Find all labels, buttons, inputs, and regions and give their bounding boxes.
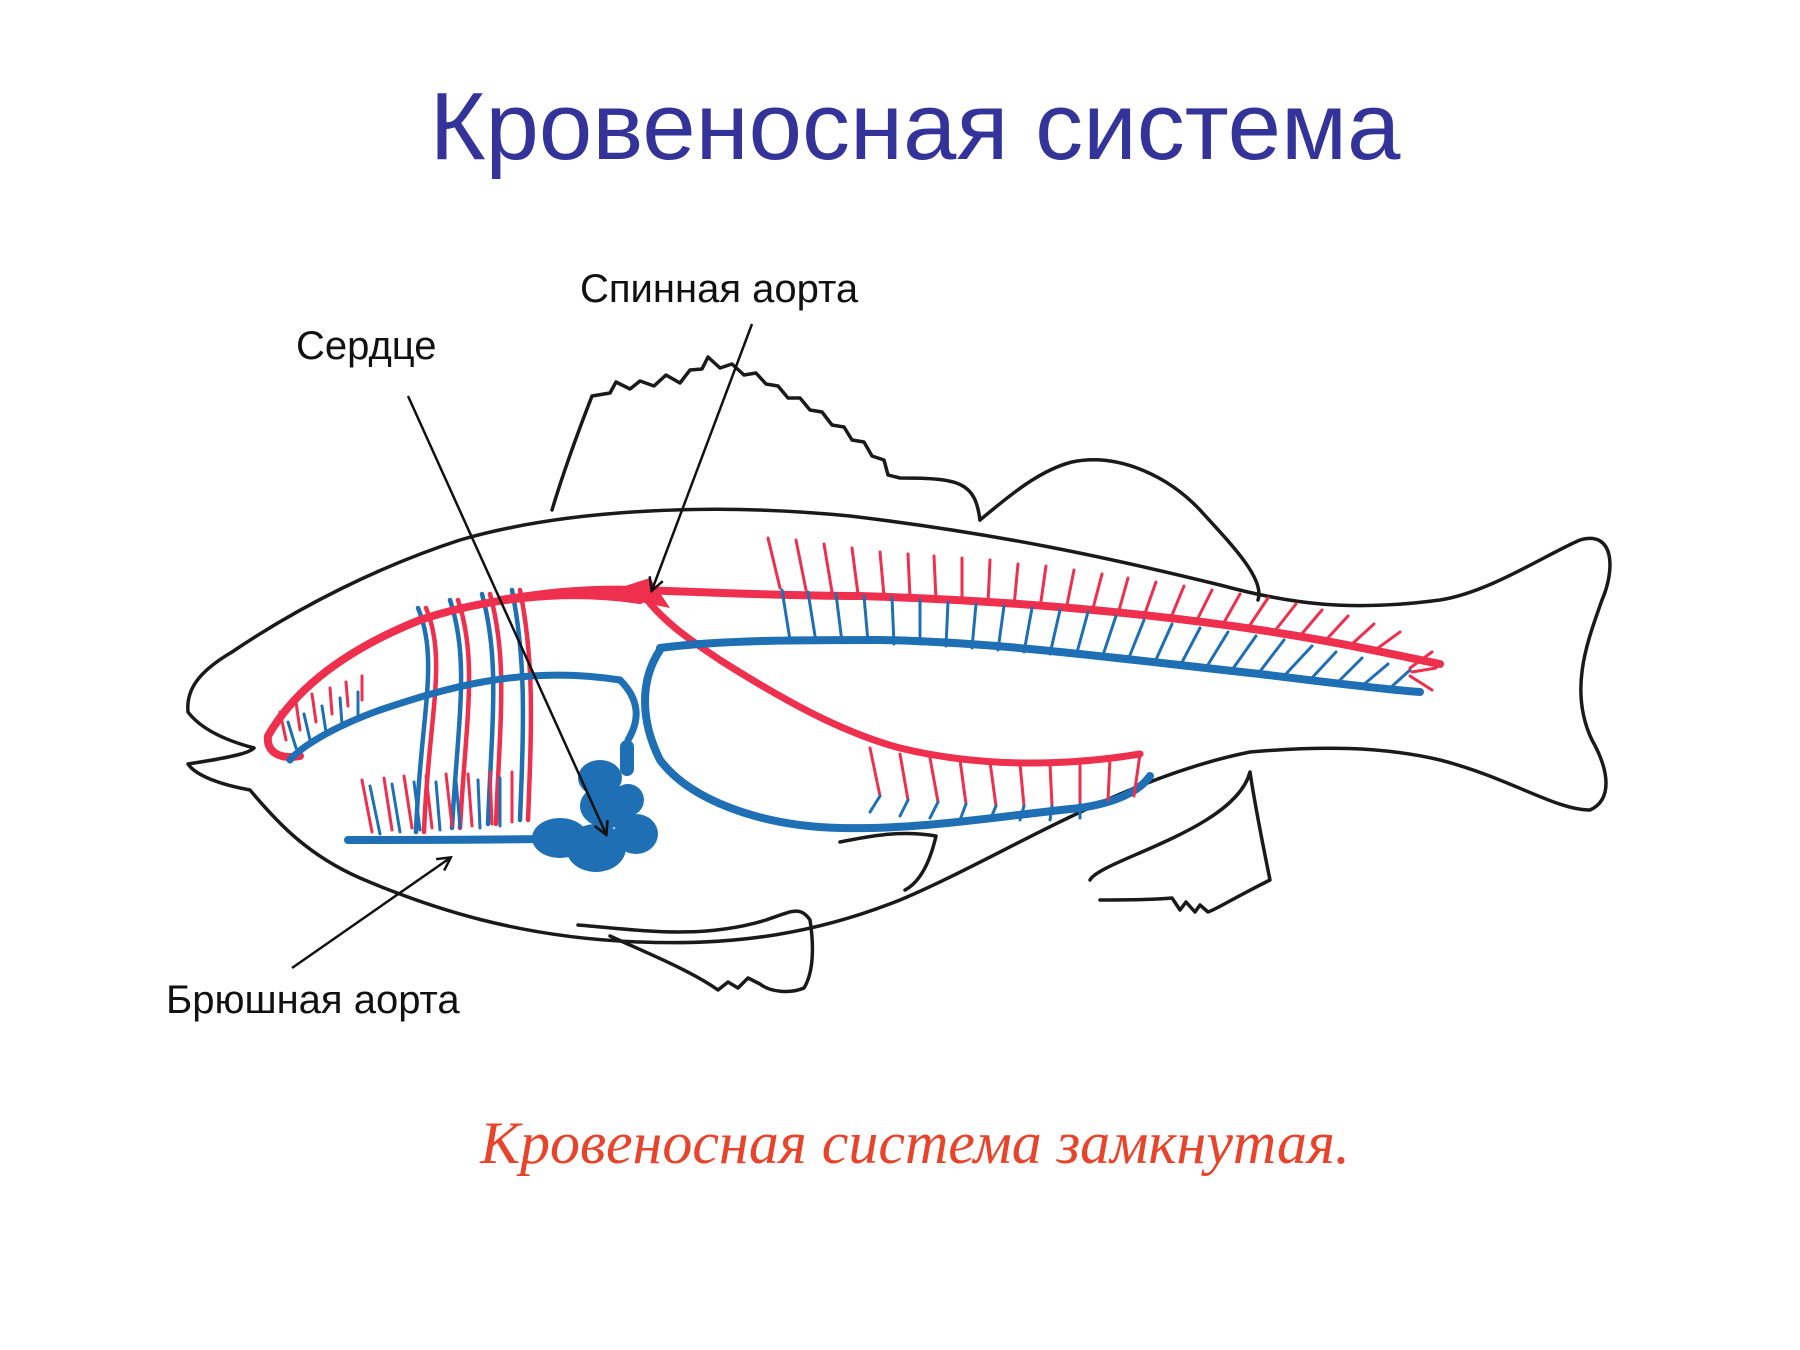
dorsal-spiny-fin (550, 355, 982, 522)
heart (532, 740, 658, 872)
dorsal-soft-fin (978, 458, 1261, 602)
segmental-vessels-upper (766, 536, 1438, 692)
fish-outline (186, 355, 1612, 994)
label-dorsal-aorta: Спинная аорта (580, 267, 859, 311)
gill-arches (413, 587, 534, 835)
ventral-gill-branches (360, 770, 514, 836)
segmental-vessels-lower (868, 746, 1142, 822)
anal-fin (1088, 770, 1272, 914)
dorsal-aorta-arrow (652, 323, 754, 590)
label-ventral-aorta: Брюшная аорта (166, 978, 460, 1022)
pectoral-fin (838, 831, 938, 892)
slide-title: Кровеносная система (429, 73, 1401, 180)
ventral-aorta-arrow (291, 858, 450, 970)
label-arrows (291, 323, 754, 970)
fish-body (186, 507, 1612, 945)
pelvic-fin (576, 909, 815, 994)
heart-arrow (406, 395, 606, 834)
caption: Кровеносная система замкнутая. (480, 1110, 1350, 1176)
dorsal-aorta (496, 578, 1444, 767)
label-heart: Сердце (296, 324, 437, 368)
